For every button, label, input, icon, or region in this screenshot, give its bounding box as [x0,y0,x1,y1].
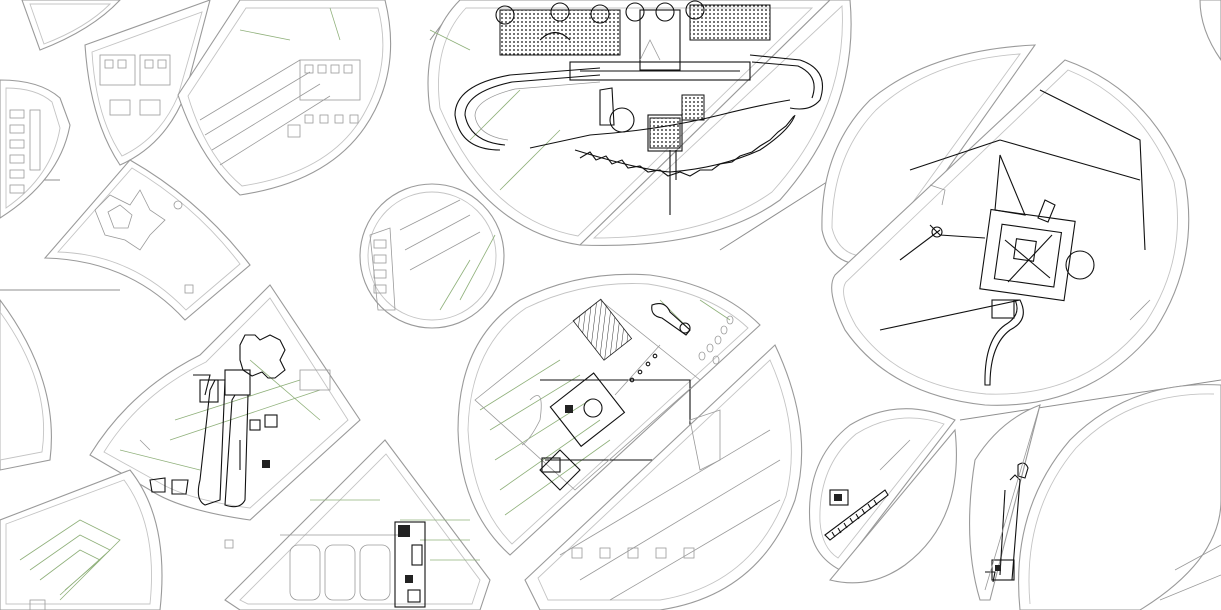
block-left-star [43,159,251,321]
block-top-left-4 [177,0,392,196]
block-top-right-corner [1199,0,1221,61]
block-left-lower [0,299,52,471]
block-top-left-1 [21,0,121,51]
block-bottom-gardens [224,439,491,610]
block-center-circle [457,273,761,556]
block-right-circle [821,44,1190,406]
block-top-left-3 [84,0,211,166]
colonnade [824,489,889,541]
block-top-left-2 [0,79,71,219]
block-bottom-right [968,384,1221,610]
villa-square [929,154,1095,386]
palace-complex [454,0,824,215]
block-lower-center [524,344,803,610]
block-small-circle [359,183,505,329]
block-top-center [427,0,852,246]
small-villa [394,521,426,608]
garden-axis [984,404,1041,591]
church-plan [149,334,286,508]
block-left-church [89,284,361,521]
block-small-right-circle [808,408,957,584]
